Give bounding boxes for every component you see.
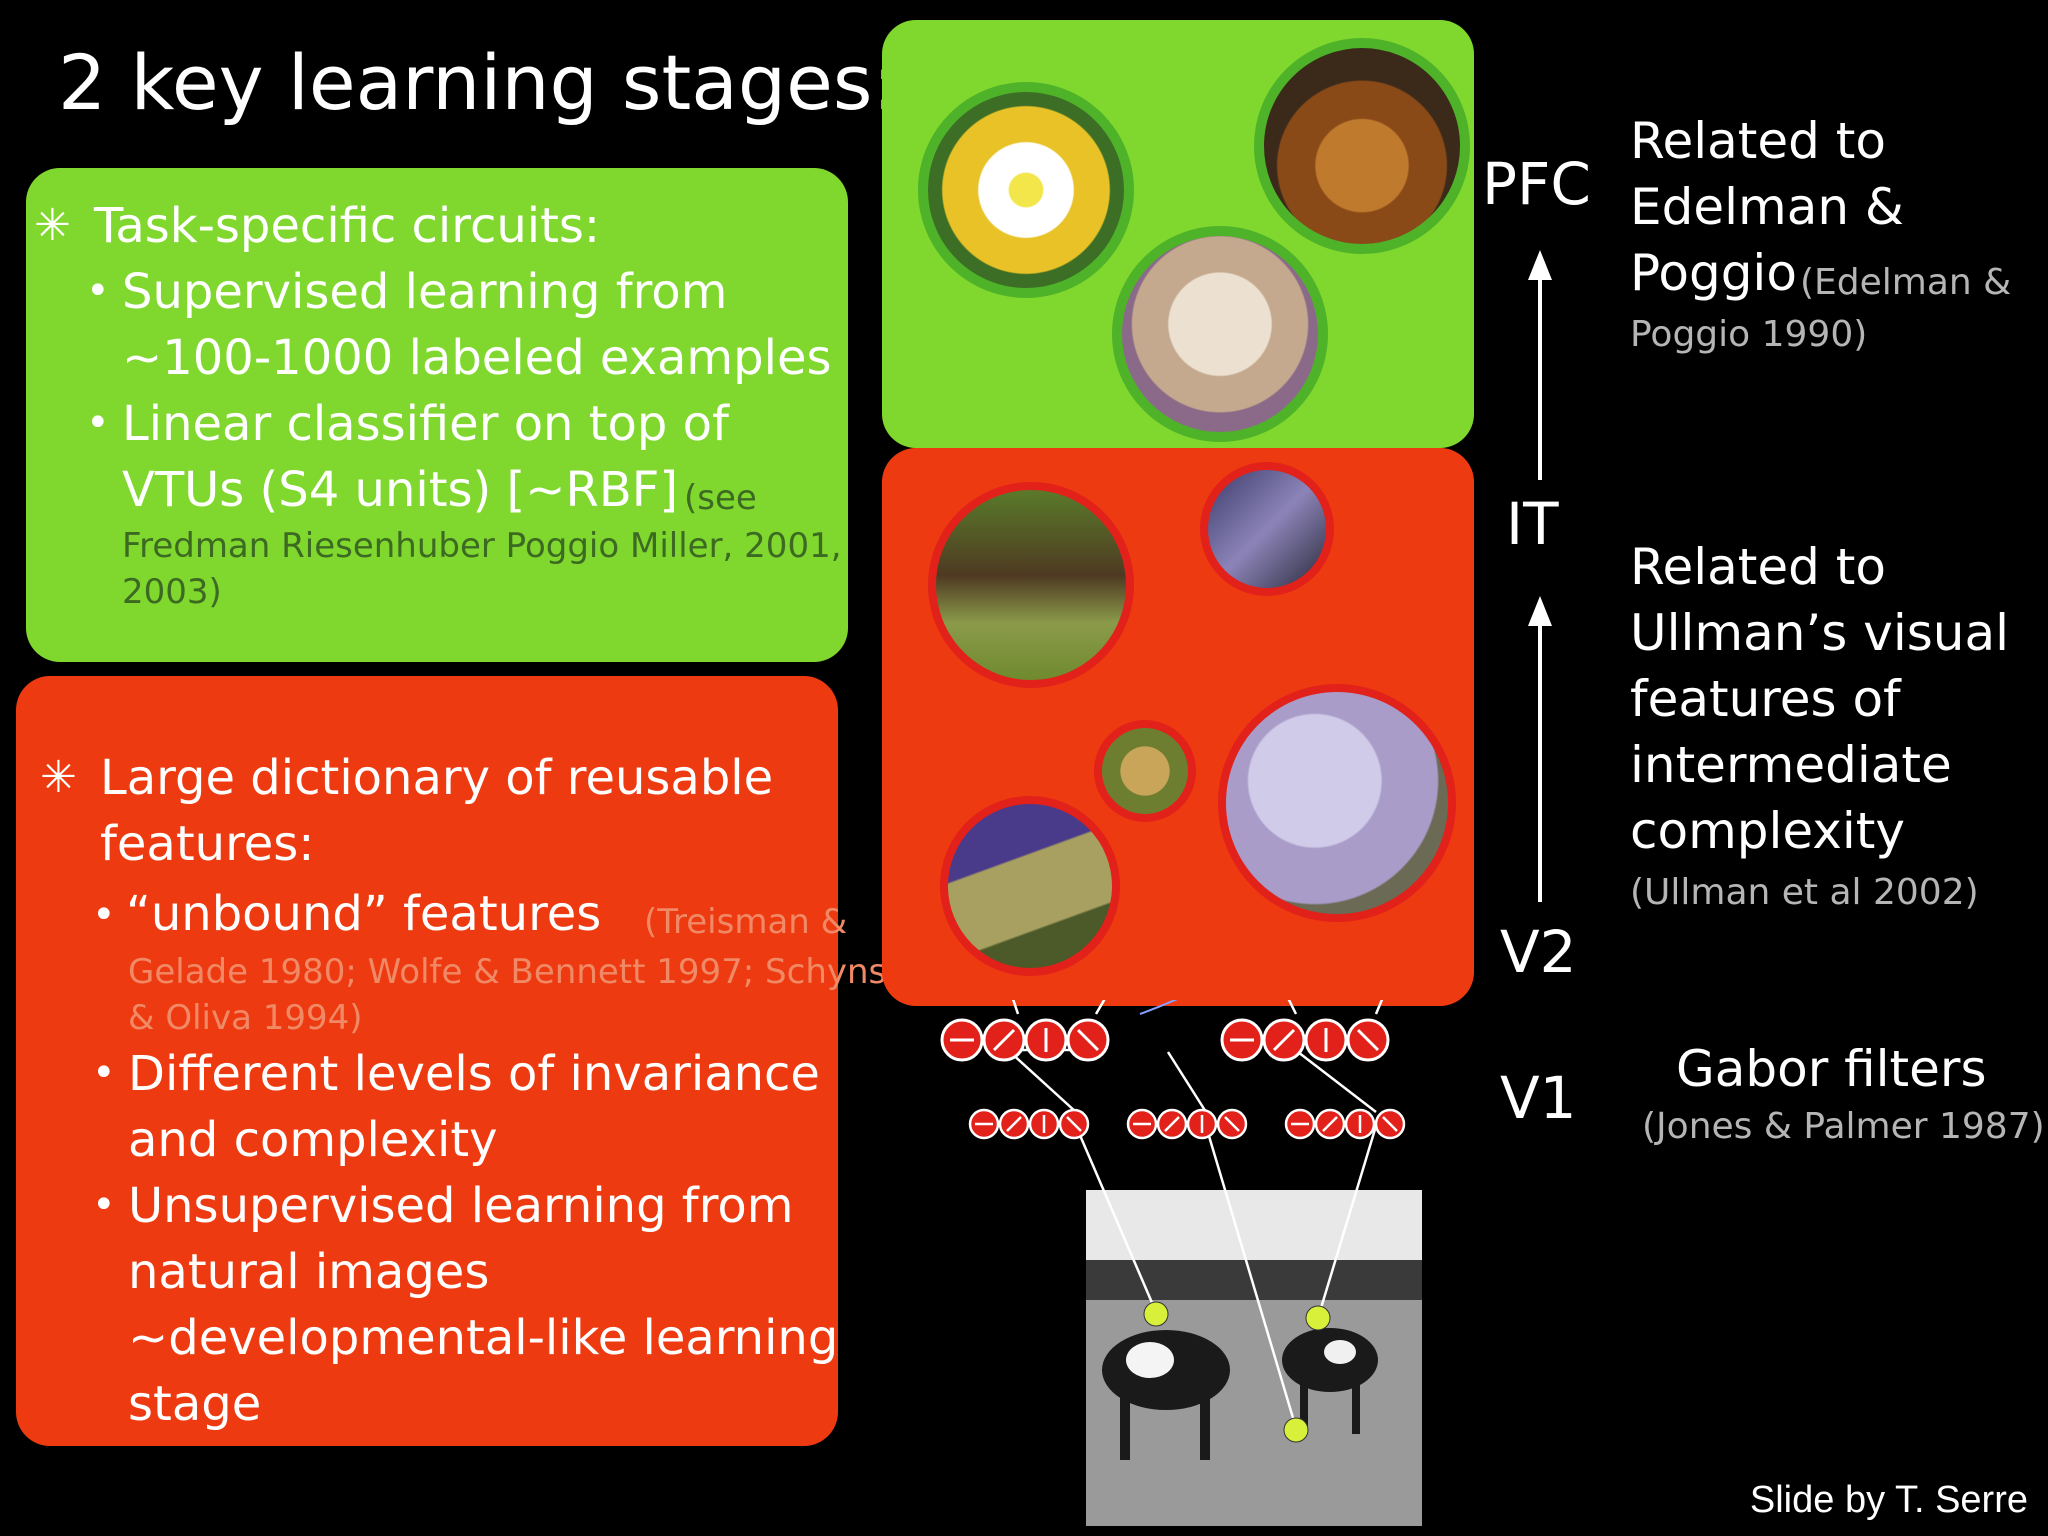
pfc-reference-b: Poggio 1990) <box>1630 314 1868 355</box>
v2-reference: (Ullman et al 2002) <box>1630 872 1979 913</box>
invariance-line1: Different levels of invariance <box>128 1046 820 1102</box>
gabor-filter-group <box>1284 1108 1406 1140</box>
sample-point <box>1143 1301 1169 1327</box>
bullet-icon: • <box>92 892 116 938</box>
v2-related-line1: Related to <box>1630 538 1886 596</box>
v1-filter-diagram <box>940 1000 1422 1526</box>
kitten-image <box>1112 226 1328 442</box>
bullet-icon: • <box>86 268 110 314</box>
slide-credit: Slide by T. Serre <box>1749 1479 2028 1521</box>
arrow-v2-to-it <box>1528 596 1552 902</box>
gabor-filter-group <box>968 1108 1090 1140</box>
pfc-related-line3: Poggio <box>1630 244 1797 302</box>
pfc-related-line2: Edelman & <box>1630 178 1904 236</box>
sample-point <box>1283 1417 1309 1443</box>
invariance-line2: and complexity <box>128 1112 498 1168</box>
asterisk-icon: ✳ <box>40 752 77 803</box>
unsupervised-line4: stage <box>128 1376 262 1432</box>
asterisk-icon: ✳ <box>34 200 71 251</box>
slide-title: 2 key learning stages: <box>58 38 899 127</box>
feature-dictionary-box <box>16 676 838 1446</box>
unbound-features: “unbound” features <box>126 886 602 942</box>
supervised-line2: ~100-1000 labeled examples <box>122 330 832 386</box>
pfc-reference-a: (Edelman & <box>1800 262 2012 303</box>
tree-trunk-image <box>928 482 1134 688</box>
task-specific-box <box>26 168 848 662</box>
arrow-it-to-pfc <box>1528 250 1552 480</box>
unsupervised-line1: Unsupervised learning from <box>128 1178 794 1234</box>
dictionary-heading-line1: Large dictionary of reusable <box>100 750 774 806</box>
reference-2003: 2003) <box>122 572 222 612</box>
bullet-icon: • <box>92 1050 116 1096</box>
gabor-filter-group <box>1220 1018 1390 1062</box>
stage-label-v2: V2 <box>1500 918 1577 986</box>
v2-related-line5: complexity <box>1630 802 1905 860</box>
v2-related-line2: Ullman’s visual <box>1630 604 2010 662</box>
reference-fredman: Fredman Riesenhuber Poggio Miller, 2001, <box>122 526 842 566</box>
dictionary-heading-line2: features: <box>100 816 315 872</box>
stage-label-v1: V1 <box>1500 1064 1577 1132</box>
reference-gelade: Gelade 1980; Wolfe & Bennett 1997; Schyn… <box>128 952 887 992</box>
stage-label-pfc: PFC <box>1482 150 1591 218</box>
v2-related-line3: features of <box>1630 670 1901 728</box>
branch-image <box>1200 462 1334 596</box>
gabor-filter-group <box>940 1018 1110 1062</box>
hillside-image <box>940 796 1120 976</box>
sample-point <box>1305 1305 1331 1331</box>
stage-label-it: IT <box>1506 490 1559 558</box>
blurred-patch-image <box>1218 684 1456 922</box>
leaf-texture-image <box>1094 720 1196 822</box>
v1-gabor-label: Gabor filters <box>1676 1040 1987 1098</box>
reference-see: (see <box>684 478 757 518</box>
unsupervised-line2: natural images <box>128 1244 490 1300</box>
pfc-related-line1: Related to <box>1630 112 1886 170</box>
supervised-line1: Supervised learning from <box>122 264 728 320</box>
gabor-filter-group <box>1126 1108 1248 1140</box>
bullet-icon: • <box>86 400 110 446</box>
unsupervised-line3: ~developmental-like learning <box>128 1310 839 1366</box>
reference-treisman: (Treisman & <box>644 902 848 942</box>
bullet-icon: • <box>92 1182 116 1228</box>
painted-face-image <box>1254 38 1470 254</box>
v2-related-line4: intermediate <box>1630 736 1952 794</box>
linear-classifier-line2: VTUs (S4 units) [~RBF] <box>122 462 679 518</box>
reference-oliva: & Oliva 1994) <box>128 998 363 1038</box>
task-specific-heading: Task-specific circuits: <box>94 198 601 254</box>
v1-reference: (Jones & Palmer 1987) <box>1642 1106 2045 1147</box>
flower-image <box>918 82 1134 298</box>
linear-classifier-line1: Linear classifier on top of <box>122 396 729 452</box>
